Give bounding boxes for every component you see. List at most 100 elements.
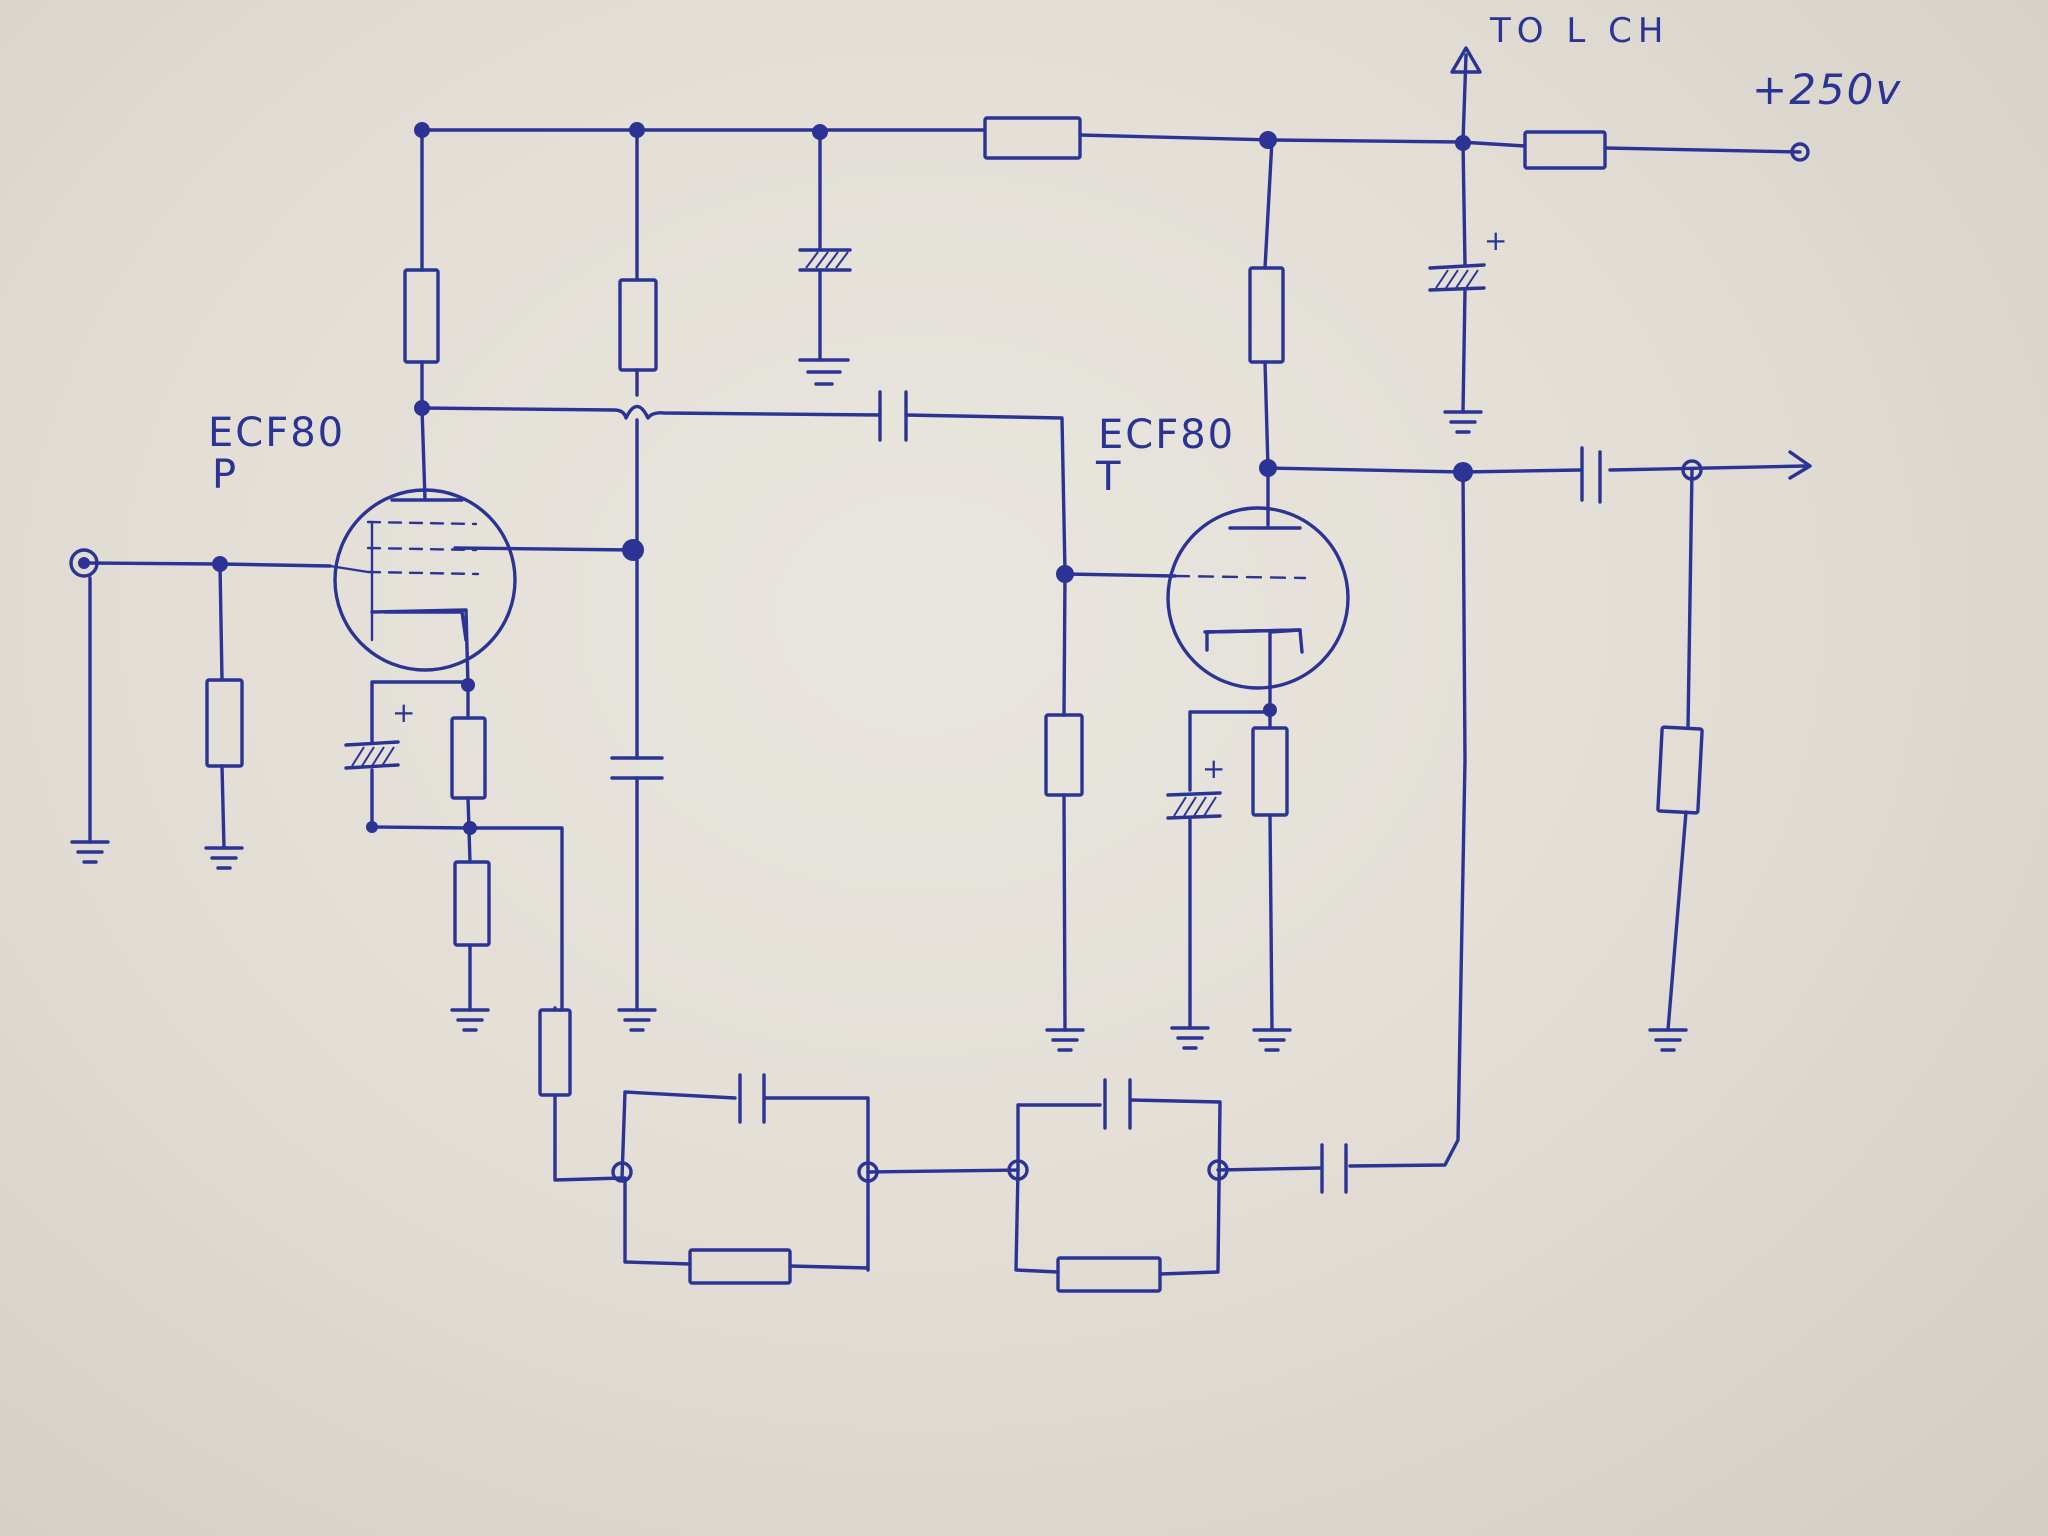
feedback-return bbox=[1348, 470, 1467, 1168]
electrolytic-decoupling bbox=[798, 248, 852, 272]
terminal-network-3 bbox=[1007, 1159, 1029, 1181]
tube-v1-pentode bbox=[328, 488, 517, 672]
tube-v1-suppressor-grid bbox=[366, 520, 478, 526]
v2-plate-wire-top bbox=[1263, 138, 1274, 270]
v1-cathode-bar bbox=[370, 608, 470, 687]
resistor-output-leak bbox=[1656, 725, 1704, 815]
resistor-v2-plate bbox=[1248, 266, 1285, 364]
terminal-input-jack bbox=[69, 548, 99, 578]
resistor-v2-cathode bbox=[1251, 726, 1289, 817]
resistor-v1-screen bbox=[618, 278, 658, 372]
network-left-bottom bbox=[623, 1176, 692, 1266]
ground-v1-cathode bbox=[450, 1008, 490, 1032]
ground-output-leak bbox=[1648, 1028, 1688, 1052]
to-lch-arrow-icon bbox=[1450, 46, 1482, 74]
capacitor-screen-bypass bbox=[610, 756, 664, 780]
resistors bbox=[205, 116, 1704, 1293]
tube1-section-label: P bbox=[212, 452, 238, 498]
resistor-feedback bbox=[538, 1008, 572, 1097]
tube-v2-triode bbox=[1166, 506, 1350, 690]
capacitor-network-right bbox=[1103, 1078, 1132, 1130]
labels: ECF80 P ECF80 T TO L CH +250v + + + bbox=[208, 11, 1902, 785]
ground-decoupling bbox=[798, 358, 850, 386]
polarity-v2-cathode: + bbox=[1202, 752, 1225, 785]
terminal-network-4 bbox=[1207, 1159, 1229, 1181]
v2-cathode-r-bottom bbox=[1268, 813, 1274, 1032]
v2-cathode-bypass bbox=[1188, 710, 1272, 792]
input-grid-leak-top bbox=[218, 562, 224, 682]
ground-v2-grid-leak bbox=[1045, 1028, 1085, 1052]
junctions bbox=[212, 122, 1473, 835]
resistor-supply-feed bbox=[1523, 130, 1607, 170]
electrolytic-v2-cathode bbox=[1166, 791, 1222, 820]
output-leak-top bbox=[1686, 468, 1694, 730]
arrows bbox=[1450, 46, 1812, 480]
tube-v1-control-grid bbox=[366, 570, 480, 576]
network-link bbox=[866, 1168, 1020, 1174]
tube-v1-cathode bbox=[383, 610, 468, 642]
resistor-network-right bbox=[1056, 1256, 1162, 1293]
network-left-bottom-r bbox=[788, 1264, 870, 1270]
v1-cathode-r2-top bbox=[468, 826, 564, 1012]
resistor-v2-grid-leak bbox=[1044, 713, 1084, 797]
tube2-type-label: ECF80 bbox=[1098, 412, 1235, 458]
resistor-v1-plate bbox=[403, 268, 440, 364]
polarity-v1-cathode: + bbox=[392, 696, 415, 729]
wires bbox=[84, 53, 1807, 1276]
v1-screen-to-grid bbox=[453, 546, 635, 552]
v1-plate-wire-bottom bbox=[420, 360, 427, 502]
v2-grid-leak-top bbox=[1062, 572, 1067, 717]
terminal-network-1 bbox=[611, 1161, 633, 1183]
feedback-r-to-network bbox=[553, 1093, 624, 1182]
tube-v1-grid-links bbox=[328, 520, 374, 642]
output-leak-bottom bbox=[1666, 810, 1688, 1032]
terminals bbox=[69, 142, 1810, 1183]
coupling-to-v2-grid bbox=[904, 413, 1067, 574]
rail-cap-wire bbox=[1461, 140, 1467, 267]
network-right-bottom bbox=[1014, 1168, 1060, 1274]
resistor-input-grid-leak bbox=[205, 678, 244, 768]
tube-v2-grid bbox=[1173, 574, 1307, 580]
tube-v2-envelope bbox=[1166, 506, 1350, 690]
network-right-top bbox=[1130, 1098, 1222, 1272]
grounds bbox=[70, 358, 1688, 1052]
resistor-v1-cathode-2 bbox=[453, 860, 491, 947]
resistor-network-left bbox=[688, 1248, 792, 1285]
terminal-supply bbox=[1790, 142, 1810, 162]
network-right-rail bbox=[1016, 1103, 1102, 1172]
terminal-input-center bbox=[78, 557, 90, 569]
input-grid-leak-bottom bbox=[220, 764, 226, 850]
input-line bbox=[84, 561, 332, 568]
electrolytic-rail-filter bbox=[1428, 263, 1486, 292]
terminal-output bbox=[1681, 459, 1703, 481]
rail-cap-wire-gnd bbox=[1461, 288, 1467, 414]
supply-rail-mid bbox=[1078, 133, 1527, 148]
v2-plate-wire-bottom bbox=[1263, 360, 1270, 527]
v1-plate-to-coupling bbox=[420, 404, 882, 420]
ground-v2-cathode-bypass bbox=[1170, 1026, 1210, 1050]
supply-voltage-label: +250v bbox=[1752, 65, 1902, 114]
ground-screen-bypass bbox=[617, 1008, 657, 1032]
capacitor-output bbox=[1580, 446, 1602, 504]
capacitors bbox=[344, 248, 1602, 1194]
ground-rail-filter bbox=[1443, 410, 1483, 434]
tube-v2-cathode bbox=[1205, 628, 1304, 654]
to-lch-stem bbox=[1461, 53, 1468, 144]
network-left-top bbox=[763, 1096, 870, 1272]
output-arrow-icon bbox=[1788, 450, 1812, 480]
resistor-v1-cathode-1 bbox=[450, 716, 487, 800]
network-right-bottom-r bbox=[1158, 1270, 1220, 1276]
to-lch-label: TO L CH bbox=[1489, 11, 1669, 51]
v2-plate-to-output bbox=[1266, 466, 1582, 474]
supply-rail-right bbox=[1603, 146, 1802, 154]
terminal-network-2 bbox=[857, 1161, 879, 1183]
ground-input-shield bbox=[70, 840, 110, 864]
tube-v1-screen-grid bbox=[366, 546, 478, 552]
capacitor-network-left bbox=[738, 1073, 766, 1124]
resistor-supply-dropper bbox=[983, 116, 1082, 160]
electrolytic-v1-cathode bbox=[344, 740, 400, 770]
ground-input-leak bbox=[204, 846, 244, 870]
v2-grid-leak-bottom bbox=[1062, 793, 1067, 1032]
